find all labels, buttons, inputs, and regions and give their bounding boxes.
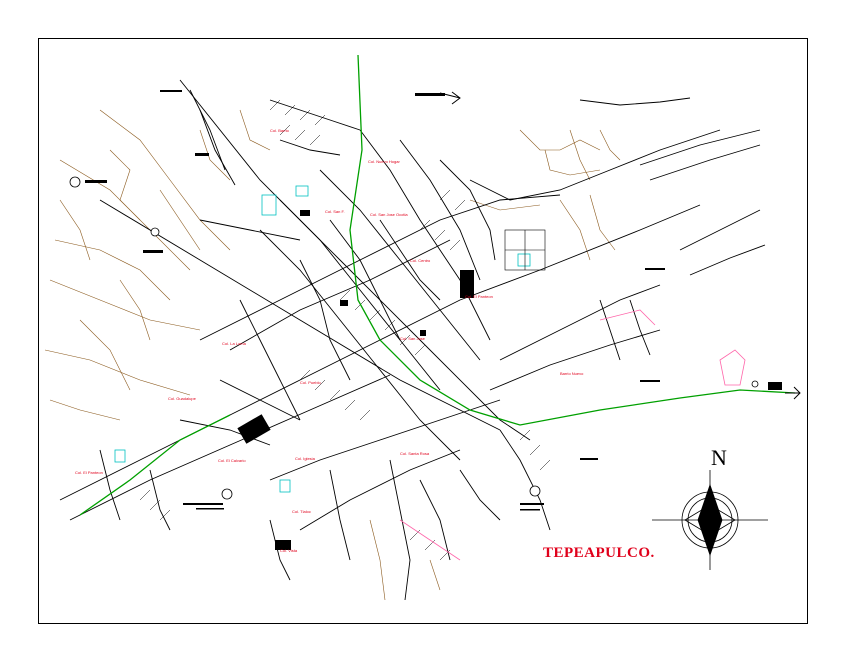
svg-text:Col. Nuevo Hogar: Col. Nuevo Hogar [368,159,400,164]
svg-text:Col. Centro: Col. Centro [410,258,431,263]
svg-text:Col. La Loma: Col. La Loma [222,341,247,346]
svg-text:Col. Pueblo: Col. Pueblo [300,380,321,385]
public-areas [114,185,531,493]
svg-text:Col. Iglesia: Col. Iglesia [295,456,316,461]
svg-text:Col. El Panteon: Col. El Panteon [75,470,103,475]
boundary [399,309,746,561]
map-title: TEPEAPULCO. [543,545,655,561]
compass-rose-icon [652,470,768,570]
svg-text:Col. Barrio: Col. Barrio [270,128,290,133]
block-details [139,99,551,561]
svg-text:Col. El Calvario: Col. El Calvario [218,458,246,463]
solid-blocks [237,210,474,550]
arrows [439,91,801,400]
highway [79,54,796,516]
svg-text:Col. Vista: Col. Vista [280,548,298,553]
svg-text:Col. Guadalupe: Col. Guadalupe [168,396,197,401]
svg-text:Col. Tlaloc: Col. Tlaloc [292,509,311,514]
annotations [85,90,782,511]
terrain-lines [44,109,621,601]
svg-text:Barrio Nuevo: Barrio Nuevo [560,371,584,376]
svg-text:Col. San F.: Col. San F. [325,209,345,214]
map-symbols [69,176,759,500]
svg-text:Col. San Jose Ocotla: Col. San Jose Ocotla [370,212,408,217]
street-labels: Col. Barrio Col. Nuevo Hogar Col. San F.… [75,128,584,553]
street-network [59,79,766,601]
grid-block [504,229,546,271]
svg-text:Col. San Jose: Col. San Jose [400,336,426,341]
svg-text:Col. El Panteon: Col. El Panteon [465,294,493,299]
svg-text:Col. Santa Rosa: Col. Santa Rosa [400,451,430,456]
north-arrow-icon: N [711,445,727,470]
